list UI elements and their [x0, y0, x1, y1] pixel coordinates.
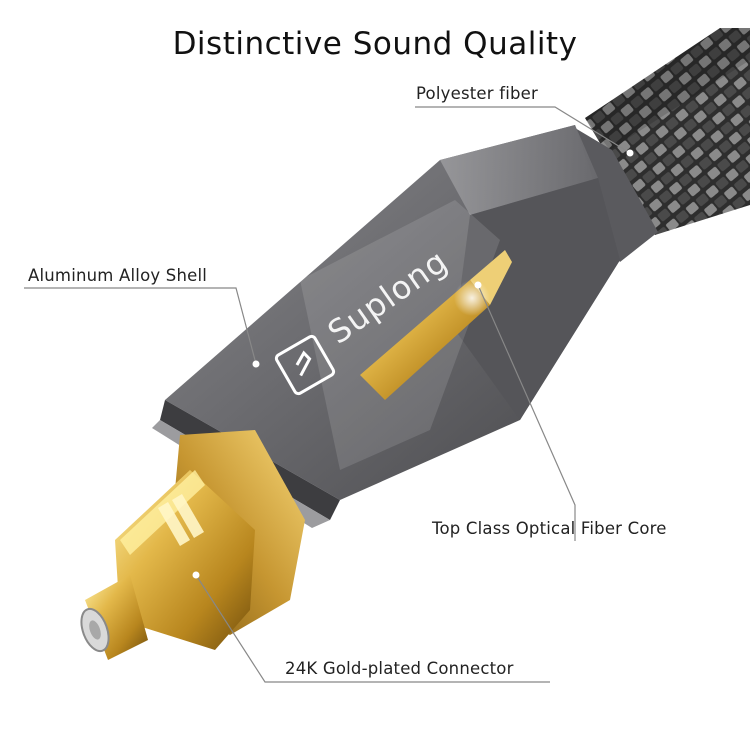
gold-connector: [80, 430, 305, 660]
callout-gold-connector: 24K Gold-plated Connector: [285, 659, 514, 678]
callout-polyester-fiber: Polyester fiber: [416, 84, 539, 103]
callout-dots: [192, 149, 634, 579]
callout-optical-fiber-core: Top Class Optical Fiber Core: [432, 519, 667, 538]
aluminum-shell: [152, 125, 620, 528]
callout-aluminum-shell: Aluminum Alloy Shell: [28, 266, 208, 285]
cable-collar: [575, 128, 658, 262]
page-title: Distinctive Sound Quality: [172, 26, 578, 62]
callout-lines: [24, 106, 631, 683]
